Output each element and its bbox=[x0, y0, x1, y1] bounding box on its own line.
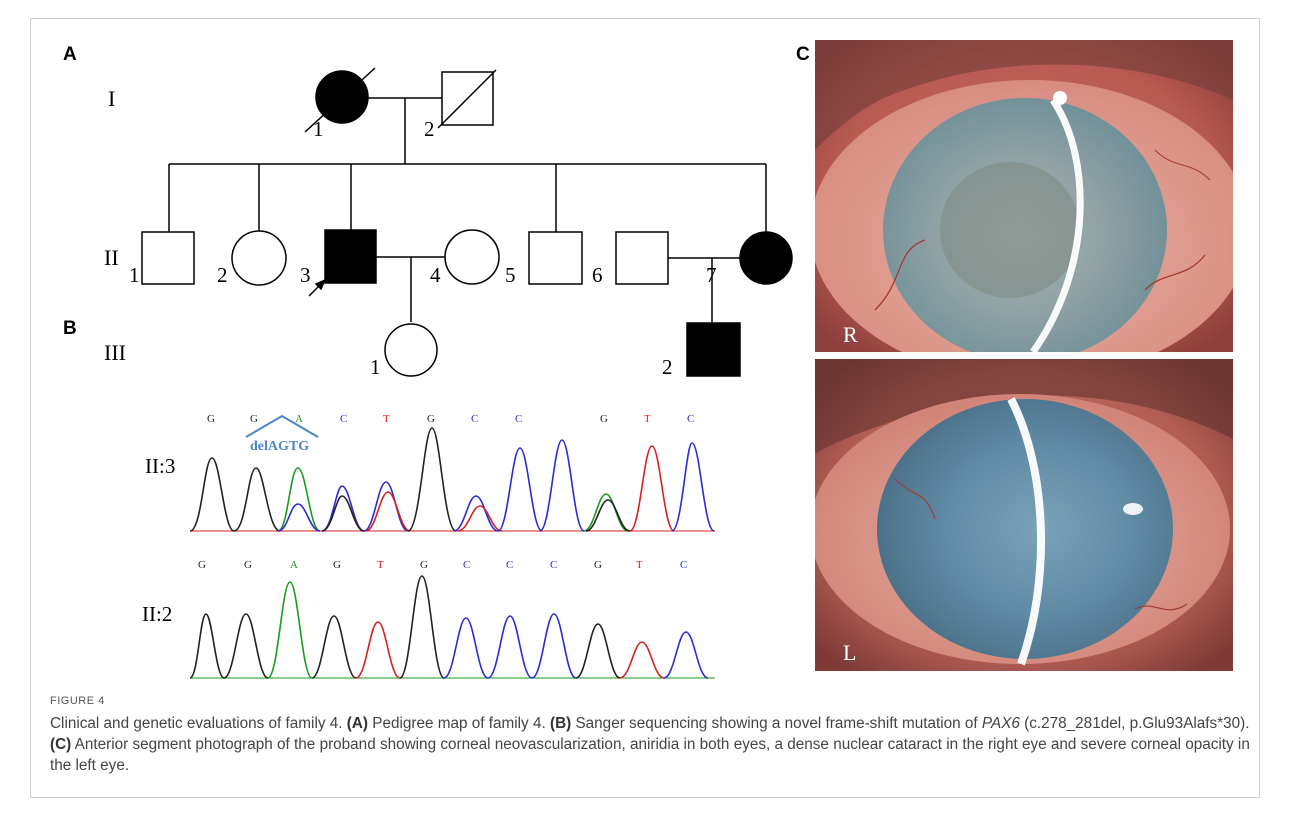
id-II-5: 5 bbox=[505, 263, 516, 287]
sequence-label-II-3: II:3 bbox=[145, 454, 175, 479]
peak bbox=[312, 616, 356, 678]
photo-label-left: L bbox=[843, 640, 856, 666]
proband-arrow bbox=[309, 280, 325, 296]
base-label: G bbox=[427, 413, 435, 425]
id-III-1: 1 bbox=[370, 355, 381, 379]
base-label: C bbox=[463, 559, 470, 571]
caption-intro: Clinical and genetic evaluations of fami… bbox=[50, 715, 343, 732]
individual-II-5 bbox=[529, 232, 582, 284]
peak bbox=[488, 616, 532, 678]
peak bbox=[268, 582, 312, 678]
base-label: C bbox=[340, 413, 347, 425]
base-label: G bbox=[594, 559, 602, 571]
peak bbox=[532, 614, 576, 678]
photo-label-right: R bbox=[843, 322, 858, 348]
figure-number: FIGURE 4 bbox=[50, 695, 105, 707]
peak bbox=[454, 496, 498, 531]
id-II-3: 3 bbox=[300, 263, 311, 287]
caption-text-b1: Sanger sequencing showing a novel frame-… bbox=[575, 715, 977, 732]
id-II-7: 7 bbox=[706, 263, 717, 287]
peak bbox=[498, 448, 542, 531]
individual-III-2 bbox=[687, 323, 740, 376]
peak bbox=[224, 614, 268, 678]
caption-text-a: Pedigree map of family 4. bbox=[372, 715, 545, 732]
individual-II-4 bbox=[445, 230, 499, 284]
base-label: C bbox=[471, 413, 478, 425]
peak bbox=[322, 496, 364, 531]
peak bbox=[672, 443, 714, 531]
peak bbox=[190, 614, 224, 678]
base-label: G bbox=[250, 413, 258, 425]
individual-II-3 bbox=[325, 230, 376, 283]
peak bbox=[278, 468, 320, 531]
id-I-1: 1 bbox=[313, 117, 324, 141]
individual-II-2 bbox=[232, 231, 286, 285]
peak bbox=[664, 632, 708, 678]
peak bbox=[620, 642, 664, 678]
base-label: T bbox=[377, 559, 384, 571]
id-II-1: 1 bbox=[129, 263, 140, 287]
individual-II-6 bbox=[616, 232, 668, 284]
individual-II-7 bbox=[740, 232, 792, 284]
base-label: C bbox=[515, 413, 522, 425]
base-label: G bbox=[244, 559, 252, 571]
peak bbox=[444, 618, 488, 678]
base-label: G bbox=[420, 559, 428, 571]
deletion-label: delAGTG bbox=[250, 439, 309, 454]
id-II-6: 6 bbox=[592, 263, 603, 287]
pedigree-chart: 1 2 1 2 3 4 5 6 7 1 2 bbox=[0, 0, 800, 390]
peak bbox=[586, 500, 630, 531]
peak bbox=[234, 468, 280, 531]
peak bbox=[278, 504, 320, 531]
figure-caption: Clinical and genetic evaluations of fami… bbox=[50, 713, 1255, 776]
peak bbox=[630, 446, 674, 531]
base-label: C bbox=[506, 559, 513, 571]
base-label: A bbox=[290, 559, 298, 571]
base-label: G bbox=[198, 559, 206, 571]
individual-III-1 bbox=[385, 324, 437, 376]
peak bbox=[408, 428, 456, 531]
base-label: T bbox=[383, 413, 390, 425]
base-label: G bbox=[333, 559, 341, 571]
base-label: C bbox=[680, 559, 687, 571]
individual-II-1 bbox=[142, 232, 194, 284]
peak bbox=[364, 482, 408, 531]
peak bbox=[366, 492, 410, 531]
peak bbox=[400, 576, 444, 678]
id-I-2: 2 bbox=[424, 117, 435, 141]
peak bbox=[584, 494, 628, 531]
caption-tag-a: (A) bbox=[347, 715, 368, 732]
peak bbox=[576, 624, 620, 678]
id-III-2: 2 bbox=[662, 355, 673, 379]
photo-left-eye bbox=[815, 359, 1233, 671]
id-II-2: 2 bbox=[217, 263, 228, 287]
peak bbox=[356, 622, 400, 678]
caption-tag-c: (C) bbox=[50, 736, 71, 753]
photo-right-eye bbox=[815, 40, 1233, 352]
id-II-4: 4 bbox=[430, 263, 441, 287]
peak bbox=[190, 458, 234, 531]
caption-text-c: Anterior segment photograph of the proba… bbox=[50, 736, 1250, 774]
base-label: C bbox=[687, 413, 694, 425]
base-label: T bbox=[636, 559, 643, 571]
sequence-label-II-2: II:2 bbox=[142, 602, 172, 627]
base-label: C bbox=[550, 559, 557, 571]
caption-tag-b: (B) bbox=[550, 715, 571, 732]
base-label: T bbox=[644, 413, 651, 425]
base-label: G bbox=[207, 413, 215, 425]
caption-gene: PAX6 bbox=[982, 715, 1020, 732]
peak bbox=[540, 440, 584, 531]
base-label: G bbox=[600, 413, 608, 425]
chromatogram-II-3: G G A C T G C C G T C delAGTG bbox=[190, 400, 720, 540]
caption-text-b2: (c.278_281del, p.Glu93Alafs*30). bbox=[1024, 715, 1249, 732]
chromatogram-II-2: G G A G T G C C C G T C bbox=[190, 548, 720, 683]
